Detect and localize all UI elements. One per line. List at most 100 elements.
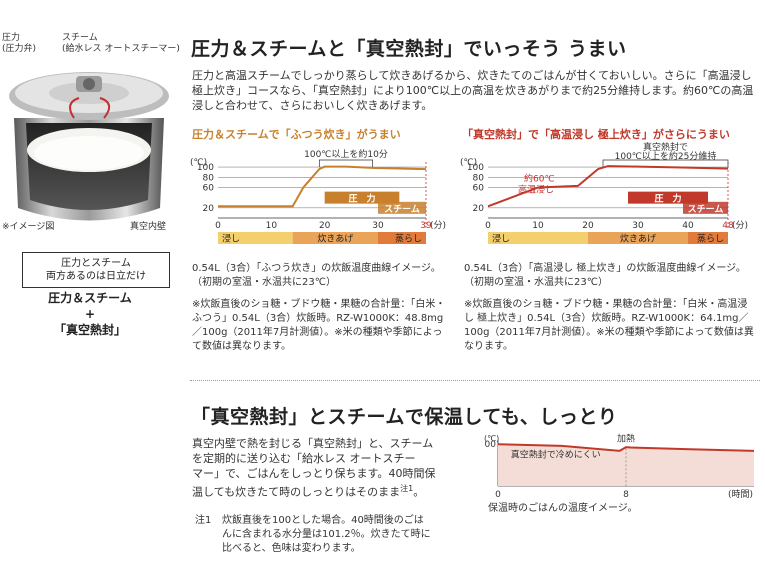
section2-body-line4-text: 温しても炊きたて時のしっとりはそのまま: [192, 485, 401, 499]
section-divider: [190, 380, 760, 381]
x-tick-label: 8: [623, 490, 629, 500]
phase-bar: [488, 232, 588, 244]
y-tick-label: 100: [467, 163, 484, 173]
section2-body-line4: 温しても炊きたて時のしっとりはそのまま注1。: [192, 481, 472, 500]
chart1-caption: 0.54L（3合）「ふつう炊き」の炊飯温度曲線イメージ。（初期の室温・水温共に2…: [192, 263, 441, 288]
footnote-label: 注1: [195, 515, 212, 526]
label-pressure-valve: (圧力弁): [2, 44, 37, 54]
x-unit-label: (分): [430, 220, 446, 231]
temperature-line: [487, 165, 729, 208]
hitachi-only-box: 圧力とスチーム 両方あるのは日立だけ: [22, 252, 170, 288]
phase-bar: [218, 232, 293, 244]
combo-line2: +: [84, 307, 96, 321]
section2-body-line3: マー」で、ごはんをしっとり保ちます。40時間保: [192, 467, 436, 480]
image-note: ※イメージ図: [2, 222, 55, 232]
phase-bar: [588, 232, 688, 244]
y-tick-label: 100: [197, 163, 214, 173]
section1-title: 圧力＆スチームと「真空熱封」でいっそう うまい: [191, 38, 627, 60]
footnote-line2: んに含まれる水分量は101.2％。炊きたて時に: [222, 529, 431, 540]
phase-bar: [688, 232, 728, 244]
steam-bar: [378, 201, 426, 214]
duration-bracket: [318, 159, 374, 168]
phase-label: 浸し: [222, 234, 240, 245]
rice-cooker-illustration: [4, 58, 174, 228]
y-tick-label: 100: [484, 440, 496, 450]
chart2-note: ※炊飯直後のショ糖・ブドウ糖・果糖の合計量：「白米・高温浸し 極上炊き」0.54…: [464, 299, 754, 352]
steam-label: スチーム: [688, 204, 724, 215]
x-tick-label: 20: [582, 221, 594, 231]
section2-body-line2: を定期的に送り込む「給水レス オートスチー: [192, 452, 416, 465]
x-tick-label: 0: [215, 221, 221, 231]
x-tick-label: 10: [532, 221, 544, 231]
pressure-bar: [628, 191, 708, 204]
pressure-label: 圧 力: [654, 193, 681, 205]
x-tick-label: 48: [722, 221, 734, 231]
footnote-line3: 比べると、色味は変わります。: [222, 543, 361, 554]
section2-body: 真空内壁で熱を封じる「真空熱封」と、スチーム を定期的に送り込む「給水レス オー…: [192, 436, 472, 500]
y-tick-label: 20: [203, 204, 215, 214]
rice-cooker-image: [9, 72, 169, 221]
footnote-text: 炊飯直後を100とした場合。40時間後のごは んに含まれる水分量は101.2％。…: [222, 514, 472, 556]
label-steam: スチーム: [62, 33, 98, 43]
phase-label: 蒸らし: [395, 233, 422, 245]
chart2-heading: 「真空熱封」で「高温浸し 極上炊き」がさらにうまい: [462, 128, 730, 141]
box-line2: 両方あるのは日立だけ: [46, 271, 146, 282]
y-tick-label: 80: [473, 173, 485, 183]
footnote-ref: 注1: [400, 484, 414, 493]
section1-body: 圧力と高温スチームでしっかり蒸らして炊きあげるから、炊きたてのごはんが甘くておい…: [192, 69, 754, 112]
phase-label: 炊きあげ: [620, 233, 656, 245]
chart1-heading: 圧力＆スチームで「ふつう炊き」がうまい: [192, 128, 401, 141]
phase-label: 浸し: [492, 234, 510, 245]
steam-label: スチーム: [384, 204, 420, 215]
y-unit-label: (℃): [460, 158, 477, 168]
label-steam-detail: (給水レス オートスチーマー): [62, 44, 180, 54]
bracket-label-1: 真空熱封で: [643, 141, 688, 153]
cool-label: 真空熱封で冷めにくい: [511, 448, 601, 460]
phase-bar: [292, 232, 378, 244]
temperature-line: [218, 165, 427, 208]
label-pressure: 圧力: [2, 33, 21, 43]
chart1-note: ※炊飯直後のショ糖・ブドウ糖・果糖の合計量：「白米・ふつう」0.54L（3合）炊…: [192, 299, 446, 352]
y-tick-label: 60: [473, 183, 485, 193]
bracket-label: 100℃以上を約10分: [304, 148, 388, 160]
y-tick-label: 80: [203, 173, 215, 183]
combo-label: 圧力＆スチーム + 「真空熱封」: [10, 290, 170, 338]
bracket-label-2: 100℃以上を約25分維持: [615, 150, 717, 162]
chart2-caption: 0.54L（3合）「高温浸し 極上炊き」の炊飯温度曲線イメージ。（初期の室温・水…: [464, 263, 746, 288]
x-tick-label: 0: [495, 490, 501, 500]
soak-label-1: 約60℃: [524, 172, 555, 184]
y-unit-label: (℃): [190, 158, 207, 168]
x-tick-label: 30: [632, 221, 644, 231]
chart3-caption: 保温時のごはんの温度イメージ。: [488, 503, 638, 514]
steam-bar: [683, 201, 728, 214]
x-tick-label: 30: [372, 221, 384, 231]
label-inner-wall: 真空内壁: [130, 222, 167, 232]
section2-title: 「真空熱封」とスチームで保温しても、しっとり: [191, 406, 618, 428]
combo-line3: 「真空熱封」: [53, 323, 126, 337]
y-tick-label: 60: [203, 183, 215, 193]
x-tick-label: 39: [420, 221, 432, 231]
x-unit-label: (時間): [728, 489, 753, 500]
heat-label: 加熱: [617, 433, 635, 445]
section2-body-end: 。: [413, 485, 425, 499]
box-line1: 圧力とスチーム: [61, 258, 131, 269]
x-tick-label: 0: [485, 221, 491, 231]
x-tick-label: 20: [319, 221, 331, 231]
phase-label: 炊きあげ: [317, 233, 353, 245]
combo-line1: 圧力＆スチーム: [48, 291, 132, 305]
y-unit-label: (℃): [484, 434, 499, 443]
x-tick-label: 10: [266, 221, 278, 231]
pressure-bar: [324, 191, 400, 204]
y-tick-label: 20: [473, 204, 485, 214]
temperature-line: [497, 443, 755, 452]
phase-label: 蒸らし: [697, 233, 724, 245]
pressure-label: 圧 力: [348, 193, 375, 205]
x-tick-label: 40: [682, 221, 694, 231]
phase-bar: [378, 232, 426, 244]
section2-body-line1: 真空内壁で熱を封じる「真空熱封」と、スチーム: [192, 437, 434, 450]
footnote-line1: 炊飯直後を100とした場合。40時間後のごは: [222, 515, 424, 526]
x-unit-label: (分): [732, 220, 748, 231]
